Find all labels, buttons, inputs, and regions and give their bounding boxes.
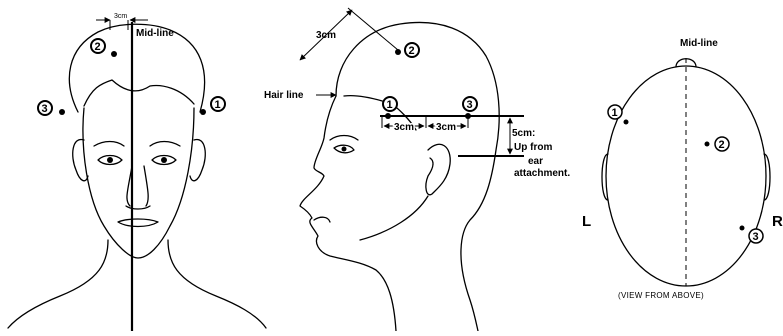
side-gap-1-label: 3cm <box>394 122 414 133</box>
side-vertical-label-1: 5cm: <box>512 128 535 139</box>
front-neck-shoulders <box>8 240 266 328</box>
side-hairline-label: Hair line <box>264 90 304 101</box>
top-view-panel: Mid-line 1 2 3 L R (VIEW FROM ABOVE) <box>582 38 783 300</box>
front-midline-label: Mid-line <box>136 28 174 39</box>
svg-text:3: 3 <box>42 103 48 115</box>
side-mouth <box>314 217 330 222</box>
side-vertical-label-2: Up from <box>514 142 552 153</box>
front-view-panel: 3cm Mid-line 2 3 1 <box>8 13 266 331</box>
side-pupil <box>342 147 347 152</box>
front-electrode-3: 3 <box>38 101 65 115</box>
svg-text:2: 2 <box>719 139 725 151</box>
front-face-outline <box>83 108 194 258</box>
svg-text:1: 1 <box>215 99 221 111</box>
front-right-pupil <box>161 157 167 163</box>
front-hairline <box>84 80 194 106</box>
front-left-eyebrow <box>94 142 124 147</box>
front-spacing-label: 3cm <box>114 13 127 20</box>
side-eyebrow <box>330 136 358 141</box>
side-head-outline <box>336 22 499 331</box>
front-left-ear <box>73 139 88 180</box>
svg-text:3: 3 <box>467 99 473 111</box>
front-right-eyebrow <box>150 142 180 147</box>
top-electrode-1: 1 <box>608 105 629 125</box>
top-right-label: R <box>772 213 783 230</box>
svg-text:1: 1 <box>612 107 618 119</box>
top-electrode-3: 3 <box>740 226 764 244</box>
top-view-caption: (VIEW FROM ABOVE) <box>618 291 704 300</box>
side-top-measure-label: 3cm <box>316 30 336 41</box>
front-nose <box>126 166 150 209</box>
side-view-panel: 3cm 2 Hair line 1 3 3cm <box>264 8 570 331</box>
side-face-profile <box>300 96 396 331</box>
side-ear <box>426 144 450 194</box>
top-midline-label: Mid-line <box>680 38 718 49</box>
side-jaw <box>360 196 428 240</box>
front-electrode-2: 2 <box>91 39 117 57</box>
side-top-measure-extension <box>348 8 398 50</box>
side-vertical-label-4: attachment. <box>514 168 570 179</box>
front-mouth <box>118 219 158 227</box>
top-electrode-2: 2 <box>705 137 730 151</box>
svg-text:1: 1 <box>387 99 393 111</box>
front-electrode-1: 1 <box>200 97 225 115</box>
side-electrode-2: 2 <box>395 43 419 57</box>
svg-text:2: 2 <box>409 45 415 57</box>
side-vertical-label-3: ear <box>528 156 543 167</box>
svg-text:3: 3 <box>753 231 759 243</box>
svg-text:2: 2 <box>95 41 101 53</box>
top-left-label: L <box>582 213 591 230</box>
front-left-pupil <box>107 157 113 163</box>
side-gap-2-label: 3cm <box>436 122 456 133</box>
